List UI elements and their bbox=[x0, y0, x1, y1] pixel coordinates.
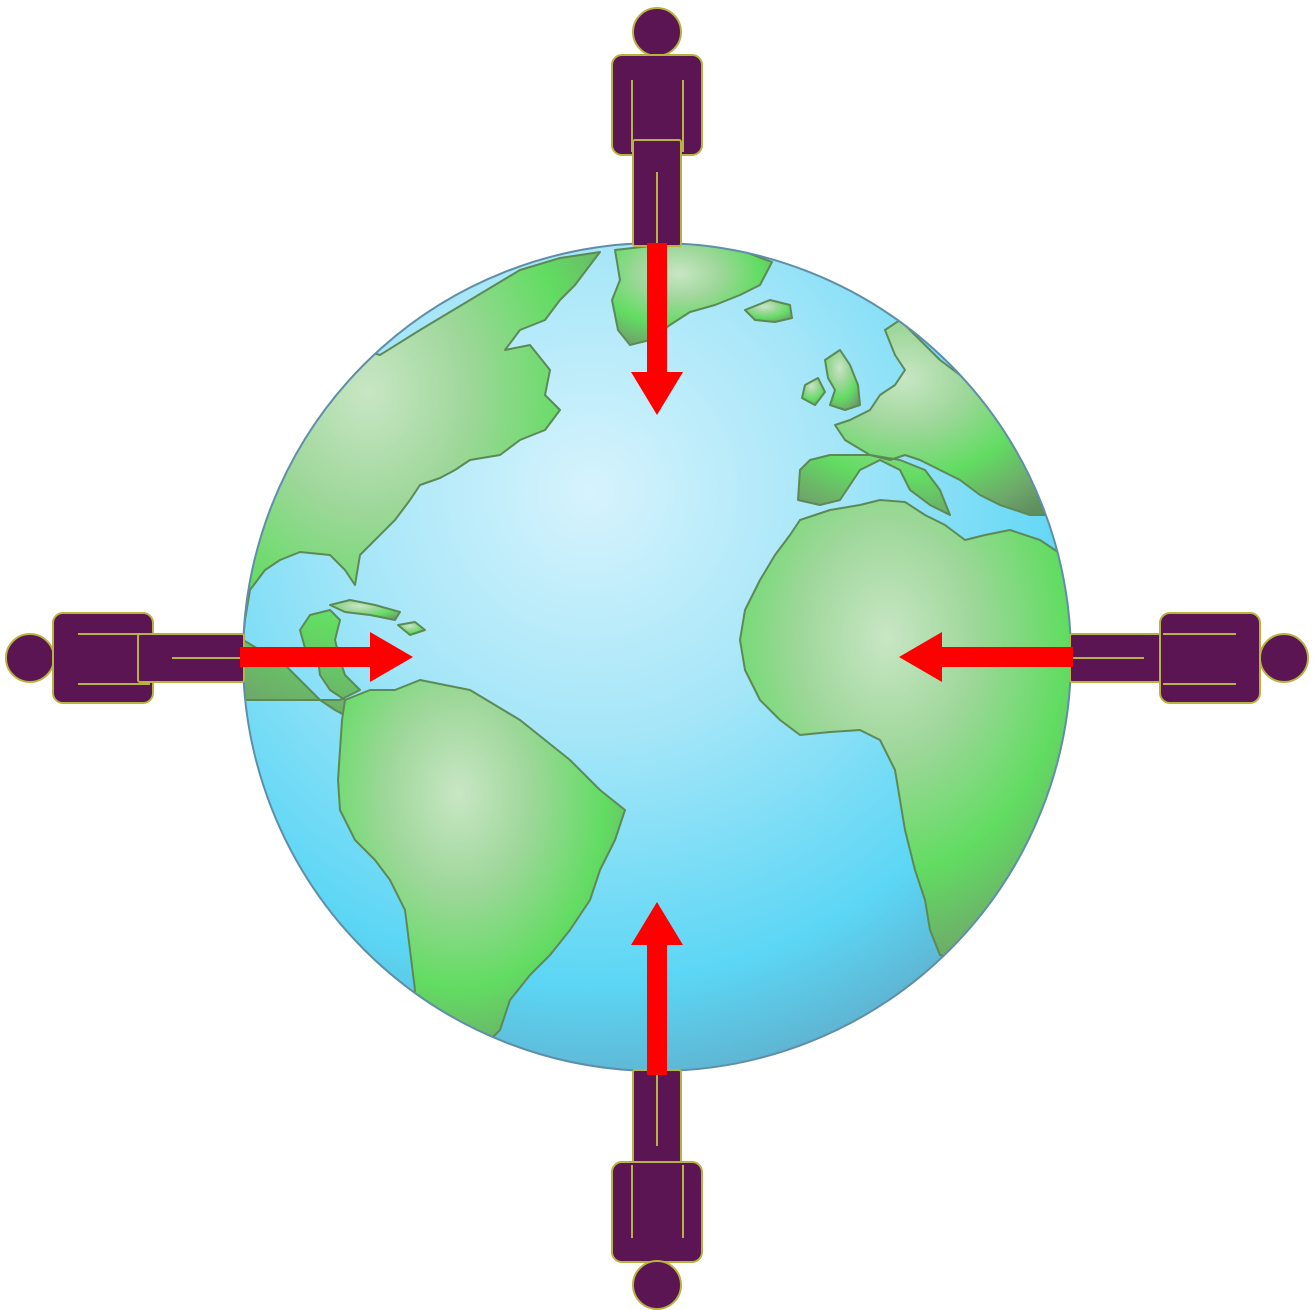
person-right-head bbox=[1260, 634, 1308, 682]
person-bottom-head bbox=[633, 1261, 681, 1309]
person-top-head bbox=[633, 8, 681, 56]
person-right bbox=[1070, 613, 1308, 703]
person-left bbox=[6, 613, 244, 703]
person-bottom-torso bbox=[612, 1162, 702, 1262]
person-right-torso bbox=[1160, 613, 1260, 703]
person-top bbox=[612, 8, 702, 246]
person-bottom bbox=[612, 1070, 702, 1309]
person-left-head bbox=[6, 634, 54, 682]
